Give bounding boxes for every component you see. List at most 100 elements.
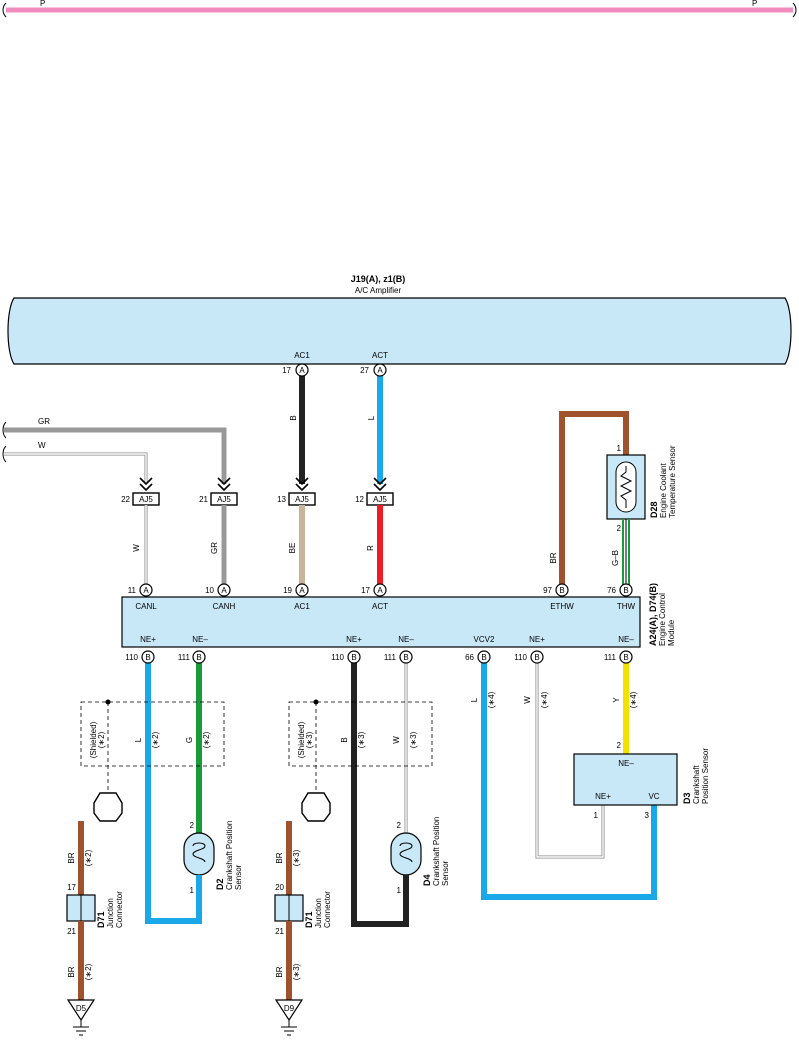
wire-be-label: BE	[288, 543, 297, 554]
d2-line1: Crankshaft Position	[225, 821, 234, 890]
ecm-top-conn: B	[623, 586, 628, 595]
bus-left-label: P	[40, 0, 45, 8]
note-2c: (∗2)	[202, 731, 211, 748]
wire-g-ne1-label: G	[185, 737, 194, 743]
wire-b-ne2-label: B	[340, 737, 349, 742]
ecm-bottom-conn: B	[403, 653, 408, 662]
d2-circuit: (Shielded) (∗2) L (∗2) G (∗2) 2 1 D2 Cra…	[80, 662, 243, 924]
amplifier-box	[7, 297, 792, 365]
amp-pin-act-num: 27	[360, 366, 369, 375]
d28-line1: Engine Coolant	[659, 463, 668, 518]
note-2b: (∗2)	[151, 731, 160, 748]
wire-r-label: R	[366, 545, 375, 551]
aj5-pin-13: 13	[277, 495, 286, 504]
ecm-id: A24(A), D74(B)	[648, 583, 658, 646]
ground-d9: D9	[284, 1004, 295, 1013]
aj5-pin-22: 22	[121, 495, 130, 504]
d71b-line2: Connector	[323, 891, 332, 928]
d2-pin1: 1	[190, 886, 195, 895]
aj5-to-ecm-wires	[144, 505, 383, 586]
note-2e: (∗2)	[84, 963, 93, 980]
note-4b: (∗4)	[540, 691, 549, 708]
note-4a: (∗4)	[487, 691, 496, 708]
ecm-top-conn: A	[377, 586, 383, 595]
ecm-bottom-conn: B	[196, 653, 201, 662]
note-3b: (∗3)	[357, 731, 366, 748]
top-bus: P P	[2, 0, 797, 18]
wire-w-ne3-label: W	[523, 696, 532, 704]
ecm-bottom-pin-name: NE+	[346, 635, 362, 644]
wire-br1-label: BR	[67, 852, 76, 863]
amplifier-name: A/C Amplifier	[355, 286, 402, 295]
ecm-bottom-conn: B	[351, 653, 356, 662]
amp-pin-ac1-name: AC1	[294, 351, 310, 360]
shielded-label-1: (Shielded)	[89, 721, 98, 758]
ecm-bottom-pin-num: 111	[178, 653, 191, 662]
aj5-label-21: AJ5	[217, 495, 231, 504]
ecm-bottom-pins: NE+ NE– NE+ NE– VCV2 NE+ NE– 110 111 110…	[125, 635, 634, 662]
ecm-bottom-conn: B	[145, 653, 150, 662]
amp-pin-ac1-num: 17	[282, 366, 291, 375]
d71a-bottom: 21	[67, 927, 76, 936]
d3-id: D3	[682, 792, 692, 804]
note-4c: (∗4)	[629, 691, 638, 708]
ecm-bottom-pin-num: 110	[514, 653, 527, 662]
d28-sensor: 1 2 D28 Engine Coolant Temperature Senso…	[549, 411, 677, 591]
wire-br3-label: BR	[275, 852, 284, 863]
ecm-top-pin-name: ACT	[372, 602, 388, 611]
wire-gr-label: GR	[210, 542, 219, 554]
ecm-bottom-pin-num: 111	[384, 653, 397, 662]
ecm-bottom-pin-num: 110	[125, 653, 138, 662]
d3-vc: VC	[648, 792, 659, 801]
d28-line2: Temperature Sensor	[668, 445, 677, 518]
ground-d5: D5	[76, 1004, 87, 1013]
d3-circuit: NE– NE+ VC 2 1 3 D3 Crankshaft Position …	[470, 662, 710, 900]
ecm-top-pin-name: THW	[617, 602, 636, 611]
ecm-top-pin-num: 97	[543, 586, 552, 595]
aj5-connectors: AJ5 AJ5 AJ5 AJ5 22 21 13 12	[121, 492, 394, 506]
ecm-name1: Engine Control	[658, 593, 667, 646]
wire-l-ne1-label: L	[134, 737, 143, 742]
d3-ne-plus: NE+	[595, 792, 611, 801]
ecm-top-conn: A	[299, 586, 305, 595]
ecm-bottom-pin-num: 111	[604, 653, 617, 662]
pin-circles: A A A A A A B B B B B B B B B	[139, 363, 633, 664]
ecm-top-pins: 11 10 19 17 97 76 CANL CANH AC1 ACT ETHW…	[128, 586, 636, 611]
aj5-label-13: AJ5	[295, 495, 309, 504]
d3-ne-minus: NE–	[618, 759, 634, 768]
ecm-top-pin-name: CANH	[213, 602, 236, 611]
wire-w-ne2-label: W	[392, 736, 401, 744]
d71b-bottom: 21	[275, 927, 284, 936]
d28-pin1: 1	[617, 444, 622, 453]
incoming-w-label: W	[38, 441, 46, 450]
ecm-top-pin-num: 17	[361, 586, 370, 595]
note-2d: (∗2)	[84, 849, 93, 866]
d71a-id: D71	[96, 911, 106, 928]
ecm-bottom-pin-name: NE+	[140, 635, 156, 644]
d71b-id: D71	[304, 911, 314, 928]
d71a-top: 17	[67, 883, 76, 892]
wire-l-vcv2-label: L	[470, 697, 479, 702]
aj5-pin-12: 12	[355, 495, 364, 504]
aj5-chevrons	[139, 477, 387, 492]
ecm-bottom-pin-name: NE+	[529, 635, 545, 644]
ecm-bottom-pin-name: NE–	[618, 635, 634, 644]
ecm-top-pin-num: 10	[205, 586, 214, 595]
amp-pin-ac1-conn: A	[299, 366, 305, 375]
d28-pin2: 2	[617, 524, 622, 533]
d3-line1: Crankshaft	[692, 765, 701, 804]
note-3a: (∗3)	[305, 731, 314, 748]
ecm-bottom-conn: B	[481, 653, 486, 662]
d71a-line2: Connector	[115, 891, 124, 928]
ecm-bottom-pin-name: NE–	[192, 635, 208, 644]
d71-junction-1: 17 21 BR (∗2) BR (∗2) D71 Junction Conne…	[66, 821, 124, 1036]
aj5-label-22: AJ5	[139, 495, 153, 504]
d2-id: D2	[215, 878, 225, 890]
bus-right-label: P	[752, 0, 757, 8]
ecm-box	[121, 596, 641, 648]
wire-l-act-label: L	[367, 415, 376, 420]
d4-pin1: 1	[397, 886, 402, 895]
note-2a: (∗2)	[97, 731, 106, 748]
d71b-line1: Junction	[314, 898, 323, 928]
